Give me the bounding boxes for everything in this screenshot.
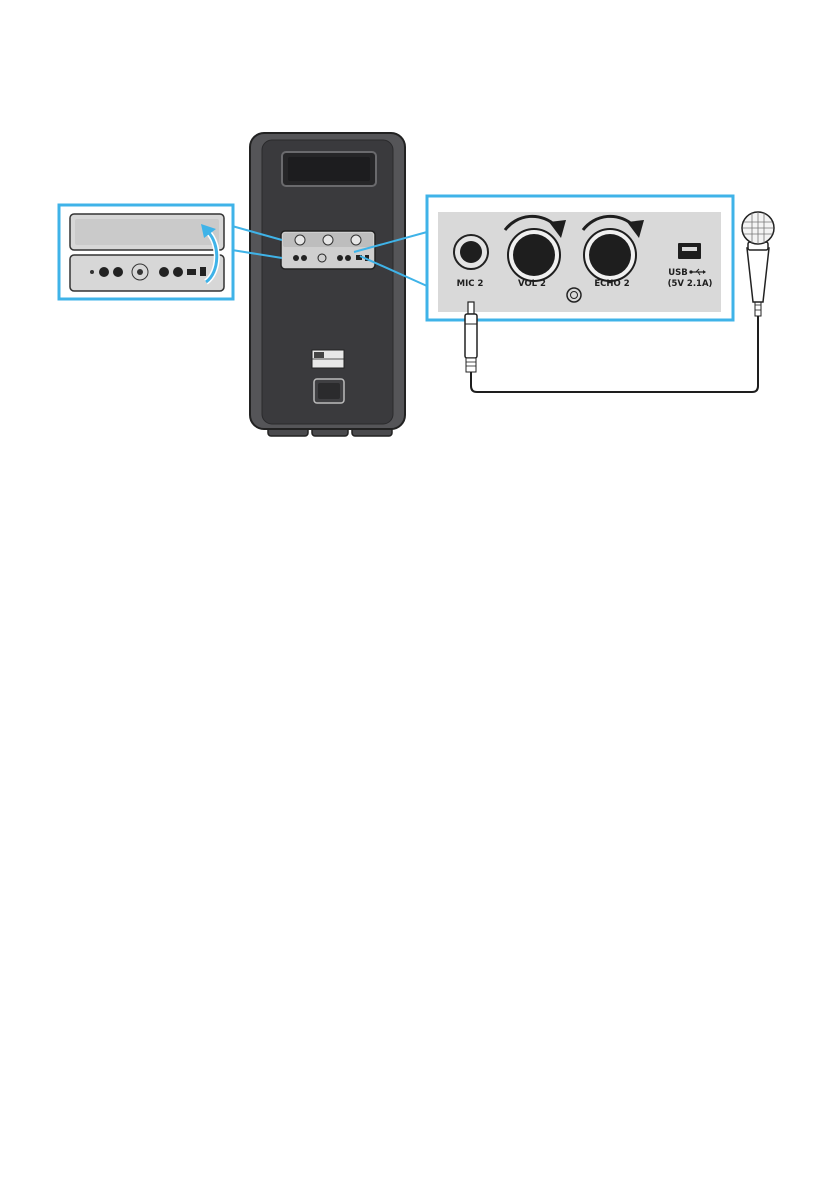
vol-label: VOL 2 — [518, 279, 546, 289]
echo-label: ECHO 2 — [594, 279, 629, 289]
mic-label: MIC 2 — [457, 279, 484, 289]
usb-label: USB — [668, 268, 688, 278]
mic-cable — [471, 316, 758, 392]
mic-jack-icon — [454, 235, 488, 269]
microphone-icon — [742, 212, 774, 316]
usb-rating-label: (5V 2.1A) — [668, 279, 713, 289]
speaker-icon — [250, 133, 405, 436]
lid-callout — [59, 205, 282, 299]
usb-port-icon — [678, 243, 701, 259]
panel-callout: MIC 2 VOL 2 ECHO 2 USB (5V 2.1A) — [354, 196, 733, 320]
